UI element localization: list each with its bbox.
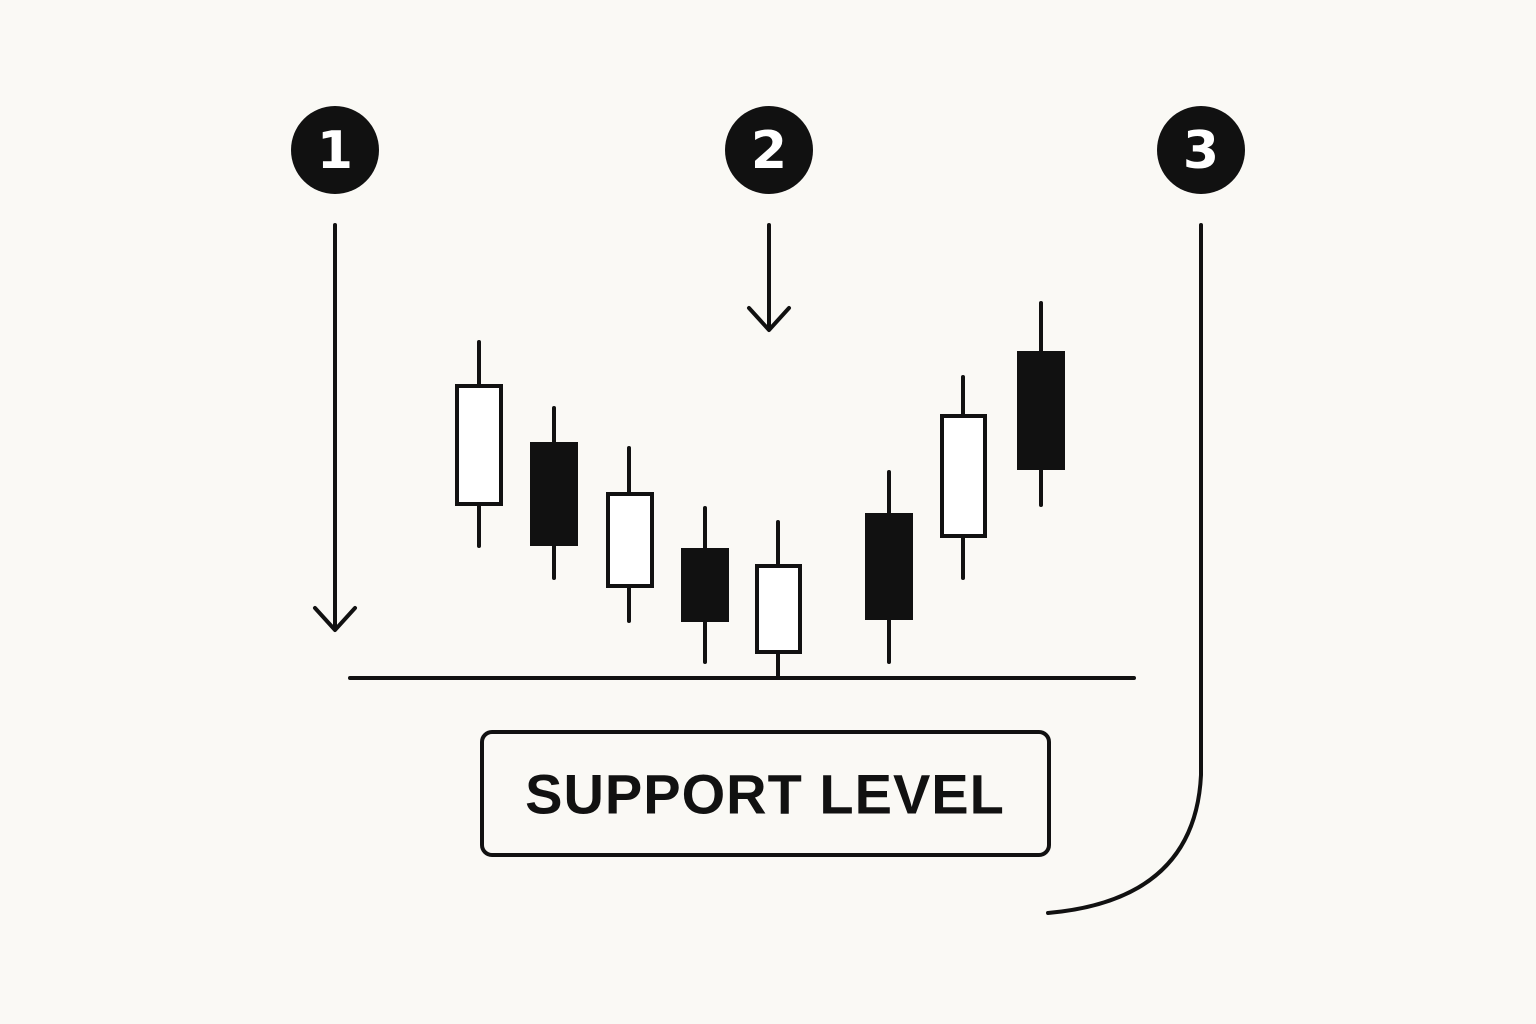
support-level-label: SUPPORT LEVEL: [525, 763, 1005, 826]
step-2-badge: 2: [725, 106, 813, 194]
candlestick-group: [455, 301, 1065, 680]
candlestick-1-body: [455, 384, 503, 506]
candlestick-8-body: [1017, 351, 1065, 470]
step-1-down-arrow-icon: [313, 223, 357, 632]
step-1-label: 1: [317, 121, 353, 181]
candlestick-3: [606, 446, 654, 623]
candlestick-2-body: [530, 442, 578, 546]
candlestick-5: [755, 520, 802, 680]
step-3-badge: 3: [1157, 106, 1245, 194]
support-level-label-box: SUPPORT LEVEL: [480, 730, 1051, 857]
candlestick-6-body: [865, 513, 913, 620]
candlestick-4: [681, 506, 729, 664]
candlestick-8: [1017, 301, 1065, 507]
step-1-badge: 1: [291, 106, 379, 194]
candlestick-6: [865, 470, 913, 664]
step-2-label: 2: [751, 121, 787, 181]
step-3-curve-line: [1046, 223, 1203, 915]
step-2-down-arrow-icon: [747, 223, 791, 332]
candlestick-4-body: [681, 548, 729, 622]
candlestick-3-body: [606, 492, 654, 588]
candlestick-2: [530, 406, 578, 580]
candlestick-7: [940, 375, 987, 580]
candlestick-5-body: [755, 564, 802, 654]
step-3-label: 3: [1183, 121, 1219, 181]
candlestick-1: [455, 340, 503, 548]
candlestick-7-body: [940, 414, 987, 538]
